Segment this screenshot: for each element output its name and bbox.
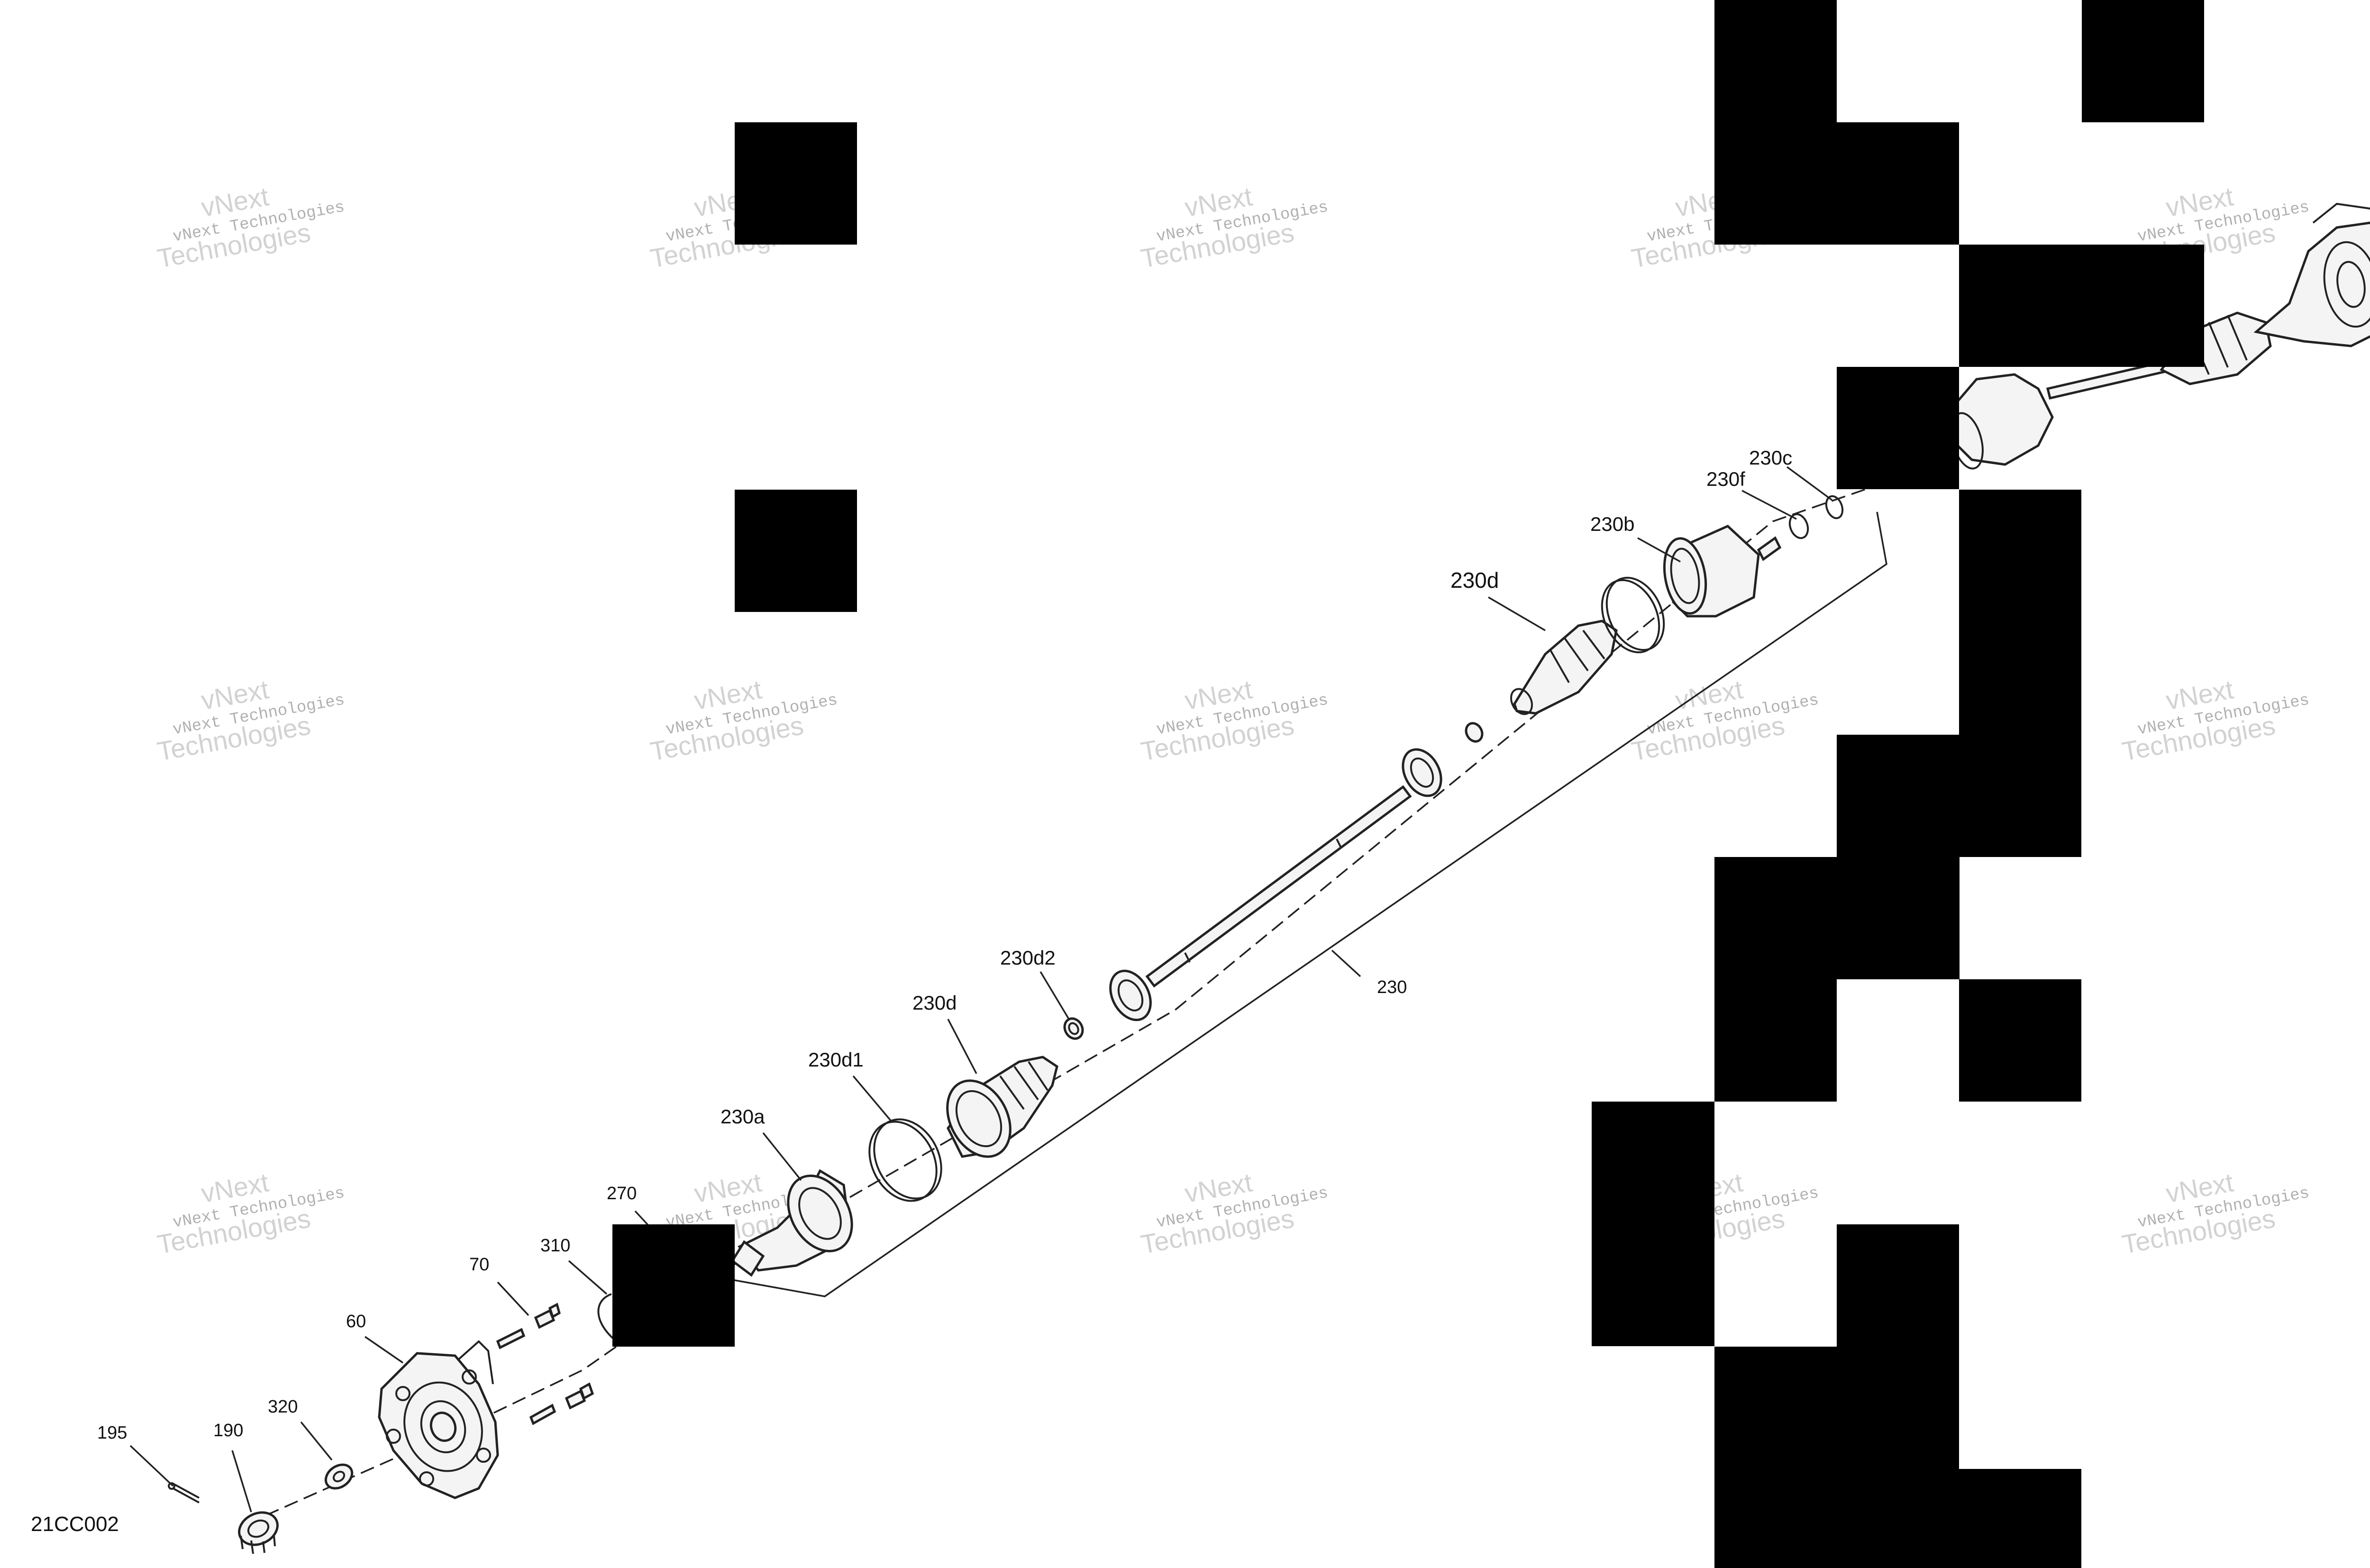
redaction-block (1714, 1347, 1959, 1568)
nut-190 (238, 1511, 279, 1554)
redaction-block (1714, 979, 1837, 1102)
redaction-block (1959, 979, 2081, 1102)
wheel-hub-60 (378, 1340, 499, 1499)
callout-230d2: 230d2 (1000, 947, 1056, 969)
callout-230d1: 230d1 (808, 1048, 864, 1071)
redaction-block (1959, 245, 2204, 367)
o-ring-230f (1788, 513, 1809, 539)
callout-230f: 230f (1706, 468, 1745, 490)
callout-labels: 195 190 320 60 70 310 270 230a 230d1 230… (31, 447, 1792, 1536)
redaction-block (1592, 1102, 1714, 1346)
redaction-block (1714, 0, 1837, 245)
circlip-230c (1825, 495, 1844, 520)
callout-230b: 230b (1590, 513, 1634, 535)
callout-320: 320 (268, 1397, 298, 1417)
callout-230: 230 (1377, 977, 1407, 997)
bolts-70 (496, 1303, 594, 1425)
boot-230d-lower (946, 1056, 1058, 1158)
callout-270: 270 (607, 1184, 637, 1203)
redaction-block (1714, 857, 1960, 979)
leader-230 (1331, 949, 1361, 977)
redaction-block (1837, 735, 1959, 857)
redaction-block (735, 122, 857, 245)
outer-cv-joint-230a (730, 1169, 853, 1277)
redaction-block (612, 1224, 735, 1347)
callout-195: 195 (97, 1423, 127, 1443)
callout-60: 60 (346, 1312, 366, 1331)
redaction-block (735, 490, 857, 612)
callout-230a: 230a (720, 1105, 765, 1128)
callout-230d-upper: 230d (1450, 568, 1499, 593)
redaction-block (1959, 490, 2081, 857)
redaction-block (1837, 1224, 1959, 1347)
leader-lines (129, 466, 1833, 1513)
callout-230c: 230c (1749, 447, 1792, 469)
clamp-ring-230d1 (868, 1118, 942, 1202)
axle-shaft-230 (1109, 748, 1442, 1021)
clamp-230d2 (1063, 1017, 1084, 1040)
cotter-pin-195 (168, 1482, 200, 1504)
redaction-block (1837, 122, 1959, 245)
diagram-code: 21CC002 (31, 1513, 119, 1536)
redaction-block (1959, 1469, 2081, 1568)
inner-cv-joint-230b (1663, 525, 1782, 618)
clamp-ring-upper (1601, 576, 1665, 654)
boot-230d-upper (1465, 620, 1618, 743)
washer-320 (324, 1463, 354, 1490)
callout-310: 310 (540, 1236, 570, 1256)
assembly-230-bracket (732, 511, 1887, 1297)
callout-70: 70 (469, 1255, 489, 1275)
callout-190: 190 (213, 1421, 243, 1440)
redaction-block (1837, 367, 1959, 489)
redaction-block (2082, 0, 2204, 122)
assembly-axis (246, 478, 1896, 1525)
callout-230d-lower: 230d (912, 992, 957, 1014)
redaction-blocks (612, 0, 2204, 1568)
